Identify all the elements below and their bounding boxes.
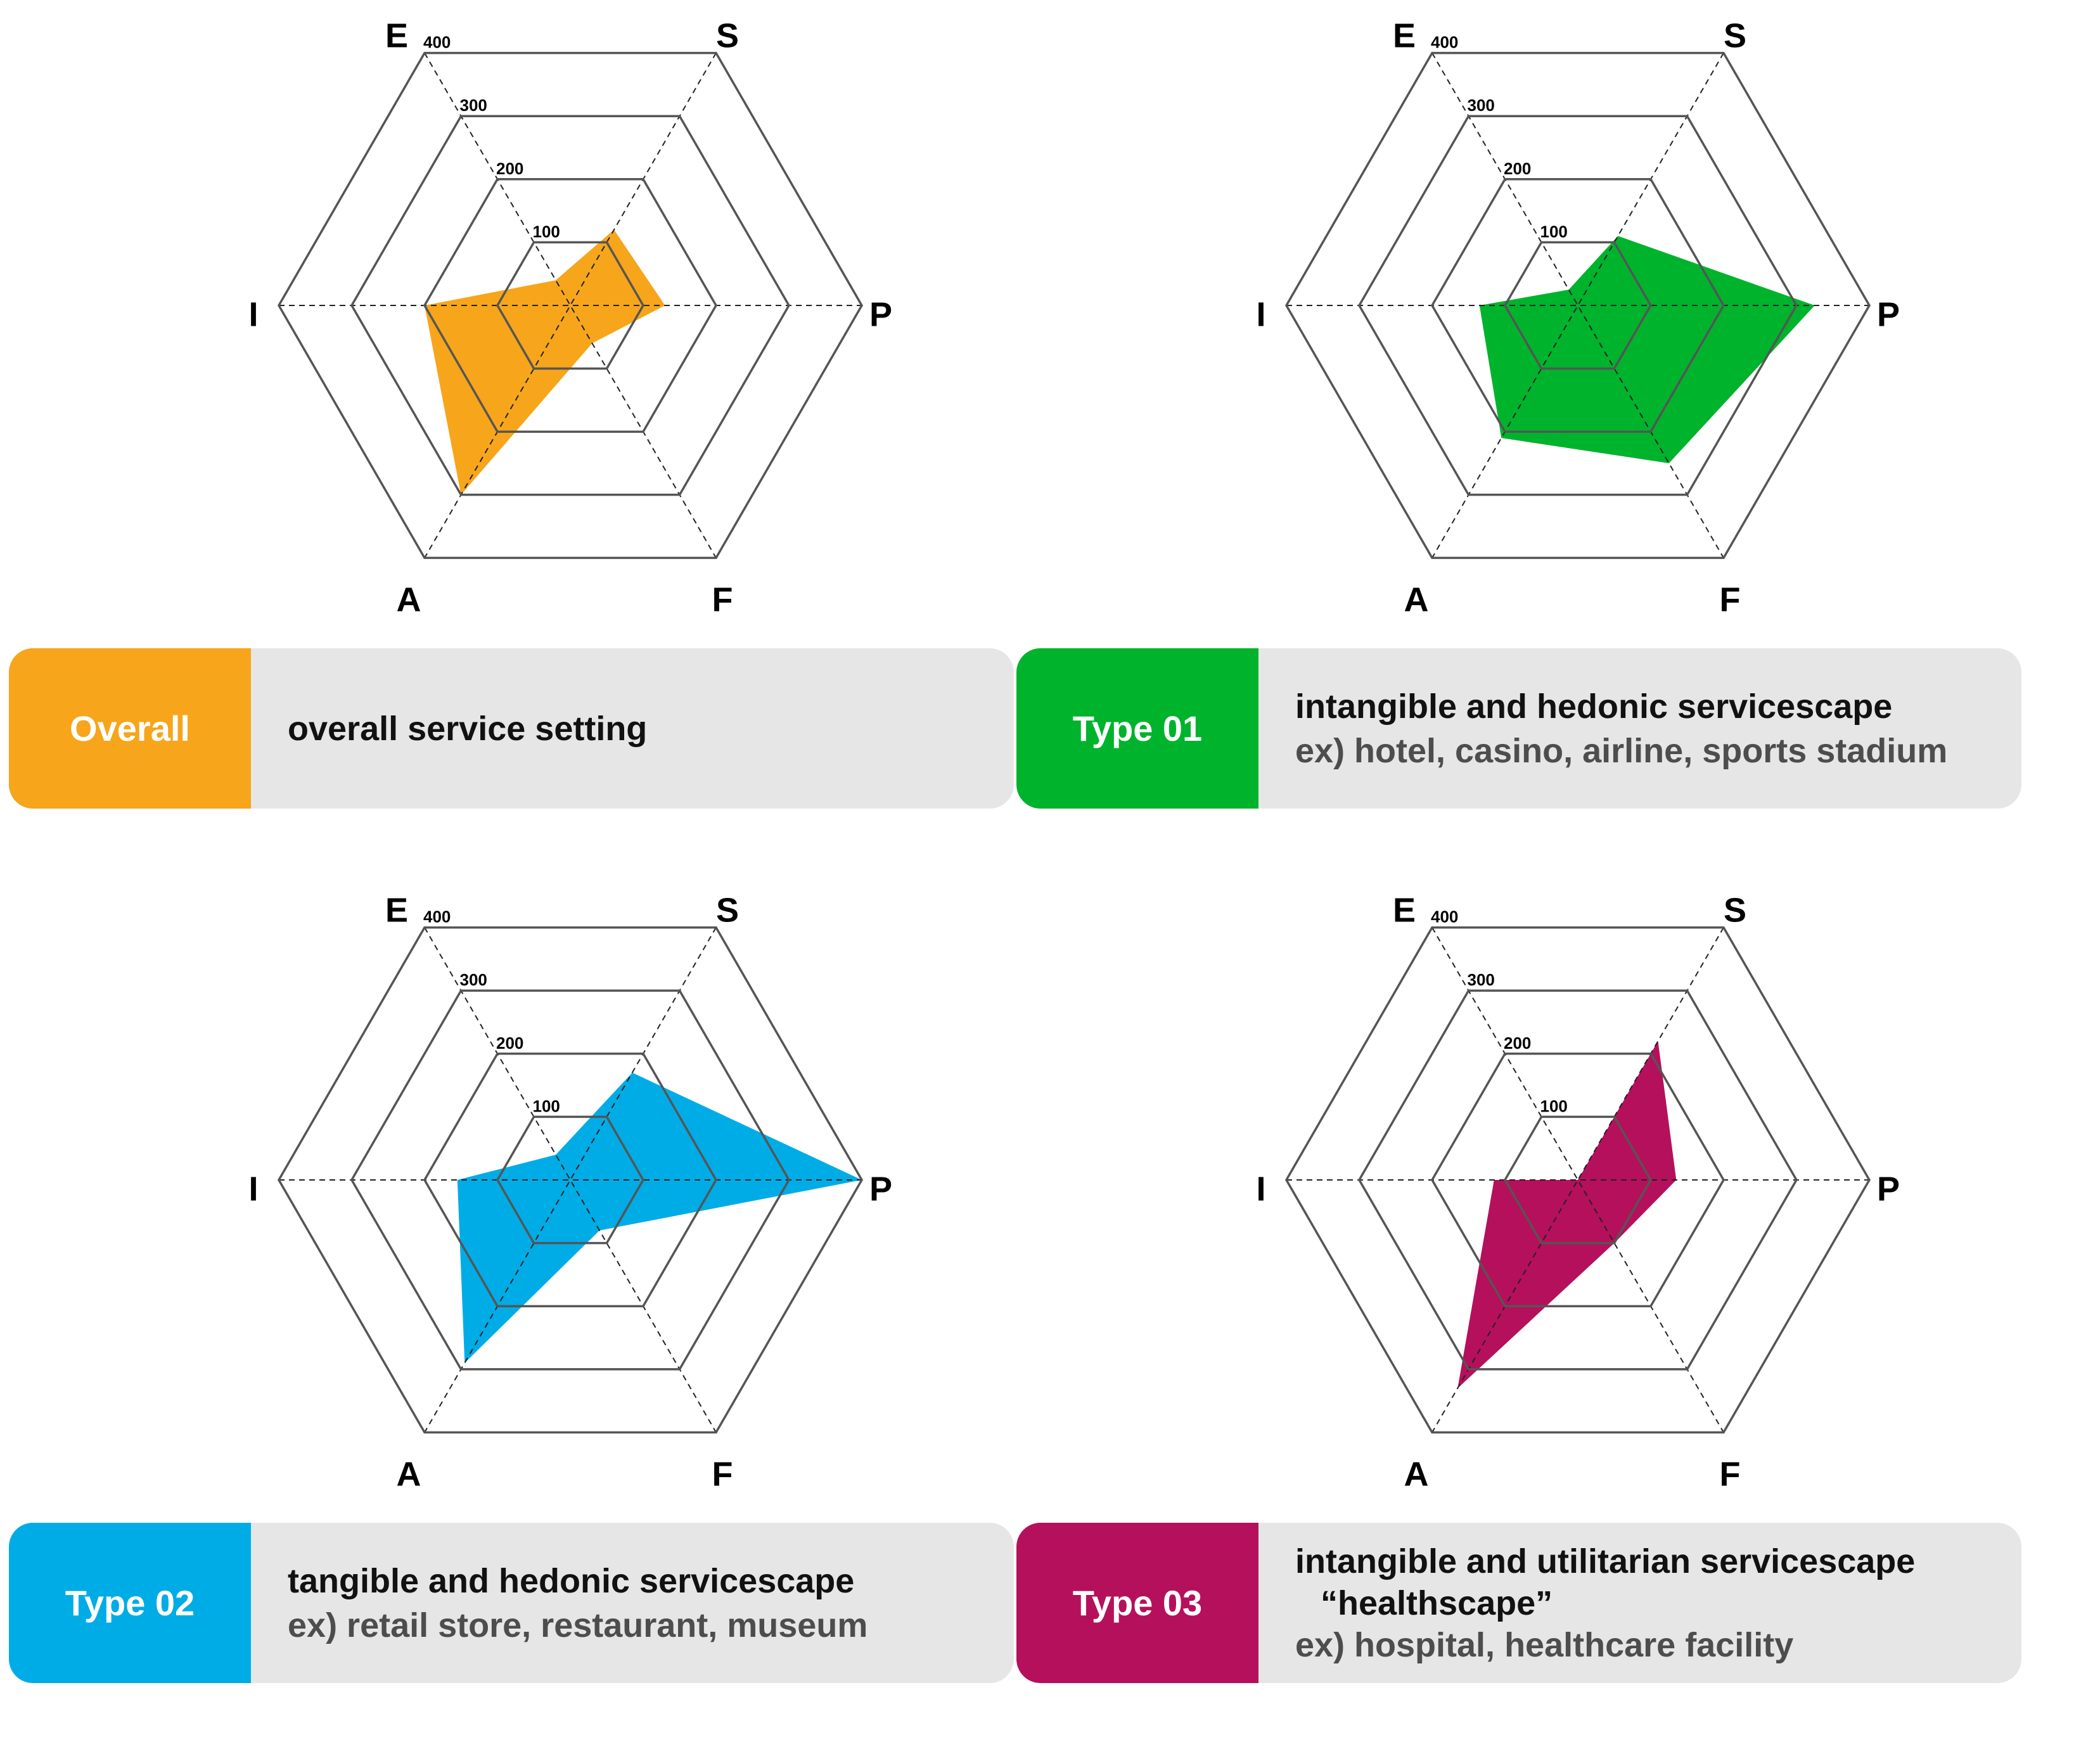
legend-description: tangible and hedonic servicescape — [288, 1559, 1001, 1603]
axis-label-f: F — [712, 580, 733, 618]
legend-box: Overall overall service setting — [9, 648, 1014, 809]
ring-label-200: 200 — [1504, 1034, 1531, 1053]
axis-label-s: S — [1724, 891, 1746, 929]
axis-label-f: F — [1720, 580, 1741, 618]
legend-description: intangible and utilitarian servicescape — [1295, 1539, 2009, 1584]
radar-panel-overall: 100 200 300 400 E S P F A I Overall overall service… — [0, 0, 1014, 874]
legend-description: overall service setting — [288, 707, 1001, 751]
axis-label-e: E — [1393, 16, 1416, 54]
axis-label-a: A — [1404, 580, 1429, 618]
axis-label-s: S — [716, 891, 739, 929]
axis-label-f: F — [712, 1455, 733, 1493]
ring-label-400: 400 — [423, 33, 451, 52]
radar-chart: 100 200 300 400 E S P F A I — [0, 874, 1014, 1508]
ring-label-400: 400 — [423, 907, 451, 926]
axis-label-p: P — [1877, 1170, 1900, 1208]
data-polygon — [1457, 1041, 1676, 1388]
ring-label-100: 100 — [533, 222, 560, 241]
radar-chart: 100 200 300 400 E S P F A I — [1008, 0, 2021, 634]
ring-label-100: 100 — [533, 1096, 560, 1115]
axis-label-i: I — [248, 295, 258, 333]
axis-label-s: S — [716, 16, 739, 54]
legend-description: intangible and hedonic servicescape — [1295, 684, 2009, 729]
axis-label-a: A — [1404, 1455, 1429, 1493]
ring-label-100: 100 — [1540, 1096, 1568, 1115]
legend-tag: Type 01 — [1016, 648, 1258, 809]
axis-label-i: I — [1256, 295, 1265, 333]
legend-description-nickname: “healthscape” — [1295, 1584, 2009, 1623]
axis-label-a: A — [397, 580, 421, 618]
ring-label-200: 200 — [496, 1034, 523, 1053]
ring-label-300: 300 — [1468, 970, 1495, 989]
axis-label-p: P — [1877, 295, 1900, 333]
data-polygon — [425, 230, 665, 495]
ring-label-200: 200 — [1504, 159, 1531, 178]
ring-label-300: 300 — [460, 970, 487, 989]
legend-text: intangible and utilitarian servicescape“… — [1295, 1523, 2009, 1683]
ring-label-400: 400 — [1431, 907, 1458, 926]
axis-label-p: P — [869, 295, 892, 333]
axis-label-e: E — [1393, 891, 1416, 929]
legend-tag: Type 03 — [1016, 1523, 1258, 1683]
axis-label-i: I — [248, 1170, 258, 1208]
legend-example: ex) retail store, restaurant, museum — [288, 1603, 1001, 1648]
axis-label-e: E — [385, 891, 408, 929]
axis-label-e: E — [385, 16, 408, 54]
axis-label-s: S — [1724, 16, 1746, 54]
ring-label-300: 300 — [460, 96, 487, 115]
legend-tag: Overall — [9, 648, 251, 809]
ring-label-300: 300 — [1468, 96, 1495, 115]
ring-label-400: 400 — [1431, 33, 1458, 52]
axis-label-a: A — [397, 1455, 421, 1493]
legend-tag: Type 02 — [9, 1523, 251, 1683]
radar-chart: 100 200 300 400 E S P F A I — [1008, 874, 2021, 1508]
ring-label-100: 100 — [1540, 222, 1568, 241]
ring-label-200: 200 — [496, 159, 523, 178]
axis-label-p: P — [869, 1170, 892, 1208]
legend-example: ex) hospital, healthcare facility — [1295, 1623, 2009, 1667]
axis-label-i: I — [1256, 1170, 1265, 1208]
legend-example: ex) hotel, casino, airline, sports stadi… — [1295, 729, 2009, 773]
radar-chart: 100 200 300 400 E S P F A I — [0, 0, 1014, 634]
axis-label-f: F — [1720, 1455, 1741, 1493]
legend-text: overall service setting — [288, 648, 1001, 809]
